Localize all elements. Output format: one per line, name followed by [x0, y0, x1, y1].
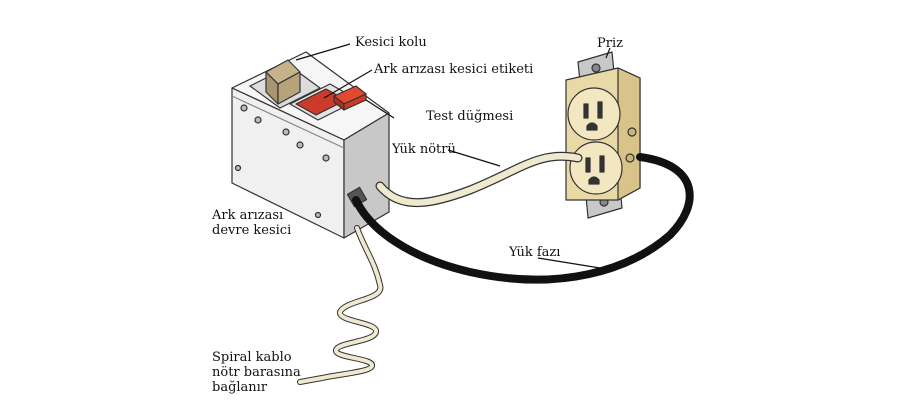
label-afci-breaker-line1: Ark arızası: [212, 208, 284, 223]
label-test-button: Test düğmesi: [426, 109, 514, 124]
label-pigtail-line1: Spiral kablo: [212, 350, 292, 365]
pigtail-wire: [297, 225, 384, 385]
load-neutral-wire: [375, 151, 583, 208]
load-hot-wire: [352, 153, 694, 284]
label-breaker-handle: Kesici kolu: [355, 35, 427, 50]
test-button-icon: [333, 85, 367, 111]
label-receptacle: Priz: [597, 36, 623, 51]
label-afci-label: Ark arızası kesici etiketi: [374, 62, 534, 77]
label-pigtail-line3: bağlanır: [212, 380, 268, 395]
label-load-neutral: Yük nötrü: [392, 142, 456, 157]
label-load-hot: Yük fazı: [509, 245, 561, 260]
leader-lines: [295, 43, 611, 269]
receptacle: [565, 51, 641, 219]
label-pigtail-line2: nötr barasına: [212, 365, 301, 380]
label-afci-breaker-line2: devre kesici: [212, 223, 292, 238]
breaker-handle-icon: [265, 59, 301, 105]
